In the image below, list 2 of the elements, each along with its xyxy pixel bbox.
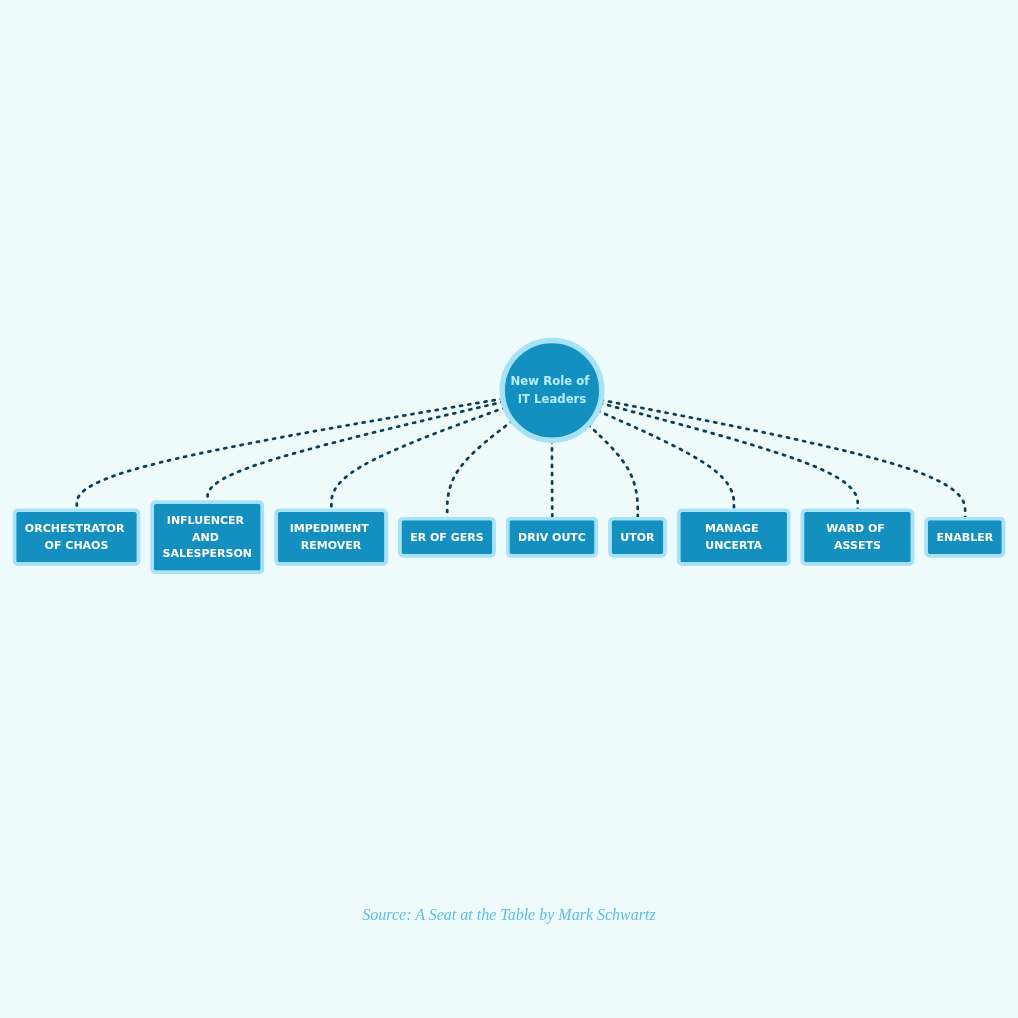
source-note: Source: A Seat at the Table by Mark Schwartz: [361, 906, 657, 924]
node-circle: New Role of IT Leaders: [499, 337, 605, 443]
